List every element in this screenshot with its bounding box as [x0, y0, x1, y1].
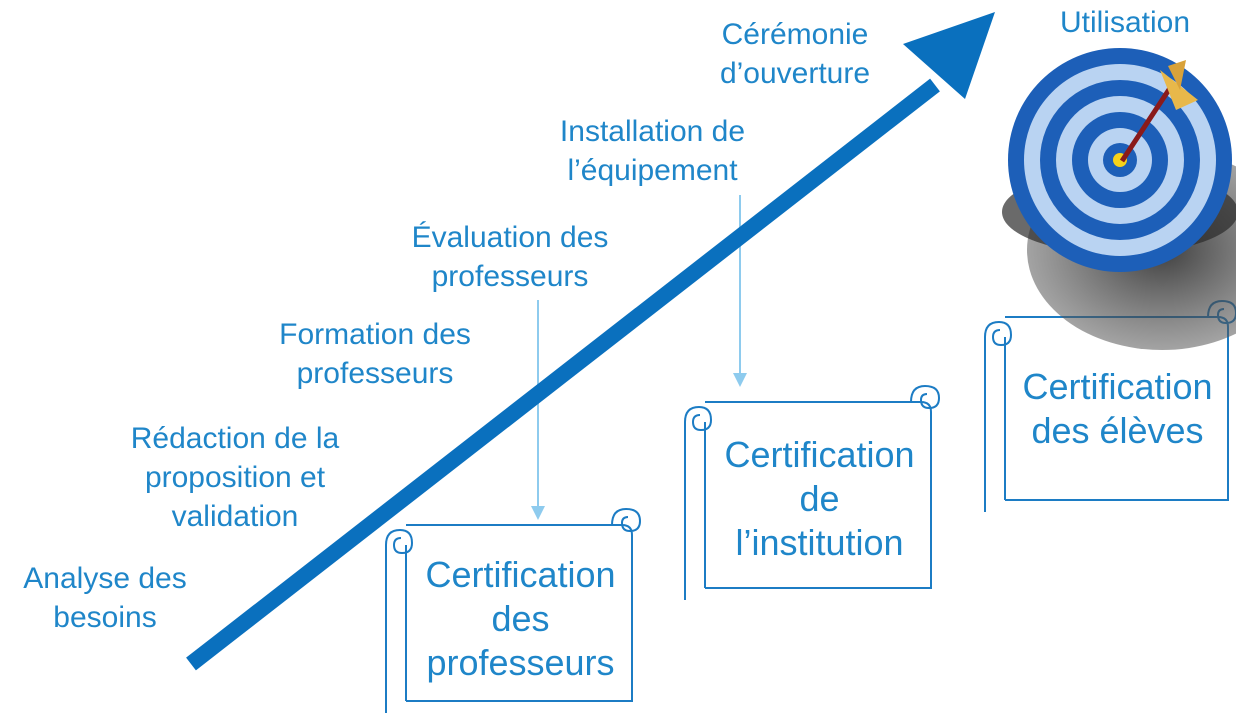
bullseye-target-icon: [1002, 48, 1236, 350]
step-label-formation: Formation des professeurs: [279, 318, 471, 390]
certification-eleves-label: Certification des élèves: [1022, 366, 1213, 451]
scroll-document-icon: [684, 384, 941, 600]
step-label-evaluation: Évaluation des professeurs: [411, 221, 609, 293]
step-label-installation: Installation de l’équipement: [559, 115, 746, 187]
scroll-outline: [684, 384, 941, 600]
step-label-redaction: Rédaction de la proposition et validatio…: [130, 422, 340, 533]
diagonal-arrow-icon: [186, 12, 995, 671]
step-label-ceremonie: Cérémonie d’ouverture: [719, 18, 871, 90]
scroll-outline: [385, 507, 642, 713]
certification-professeurs-label: Certification des professeurs: [425, 554, 616, 683]
scroll-document-icon: [385, 507, 642, 713]
step-label-utilisation: Utilisation: [1059, 6, 1191, 39]
certification-institution-label: Certification de l’institution: [724, 434, 915, 563]
step-label-analyse: Analyse des besoins: [23, 562, 187, 634]
